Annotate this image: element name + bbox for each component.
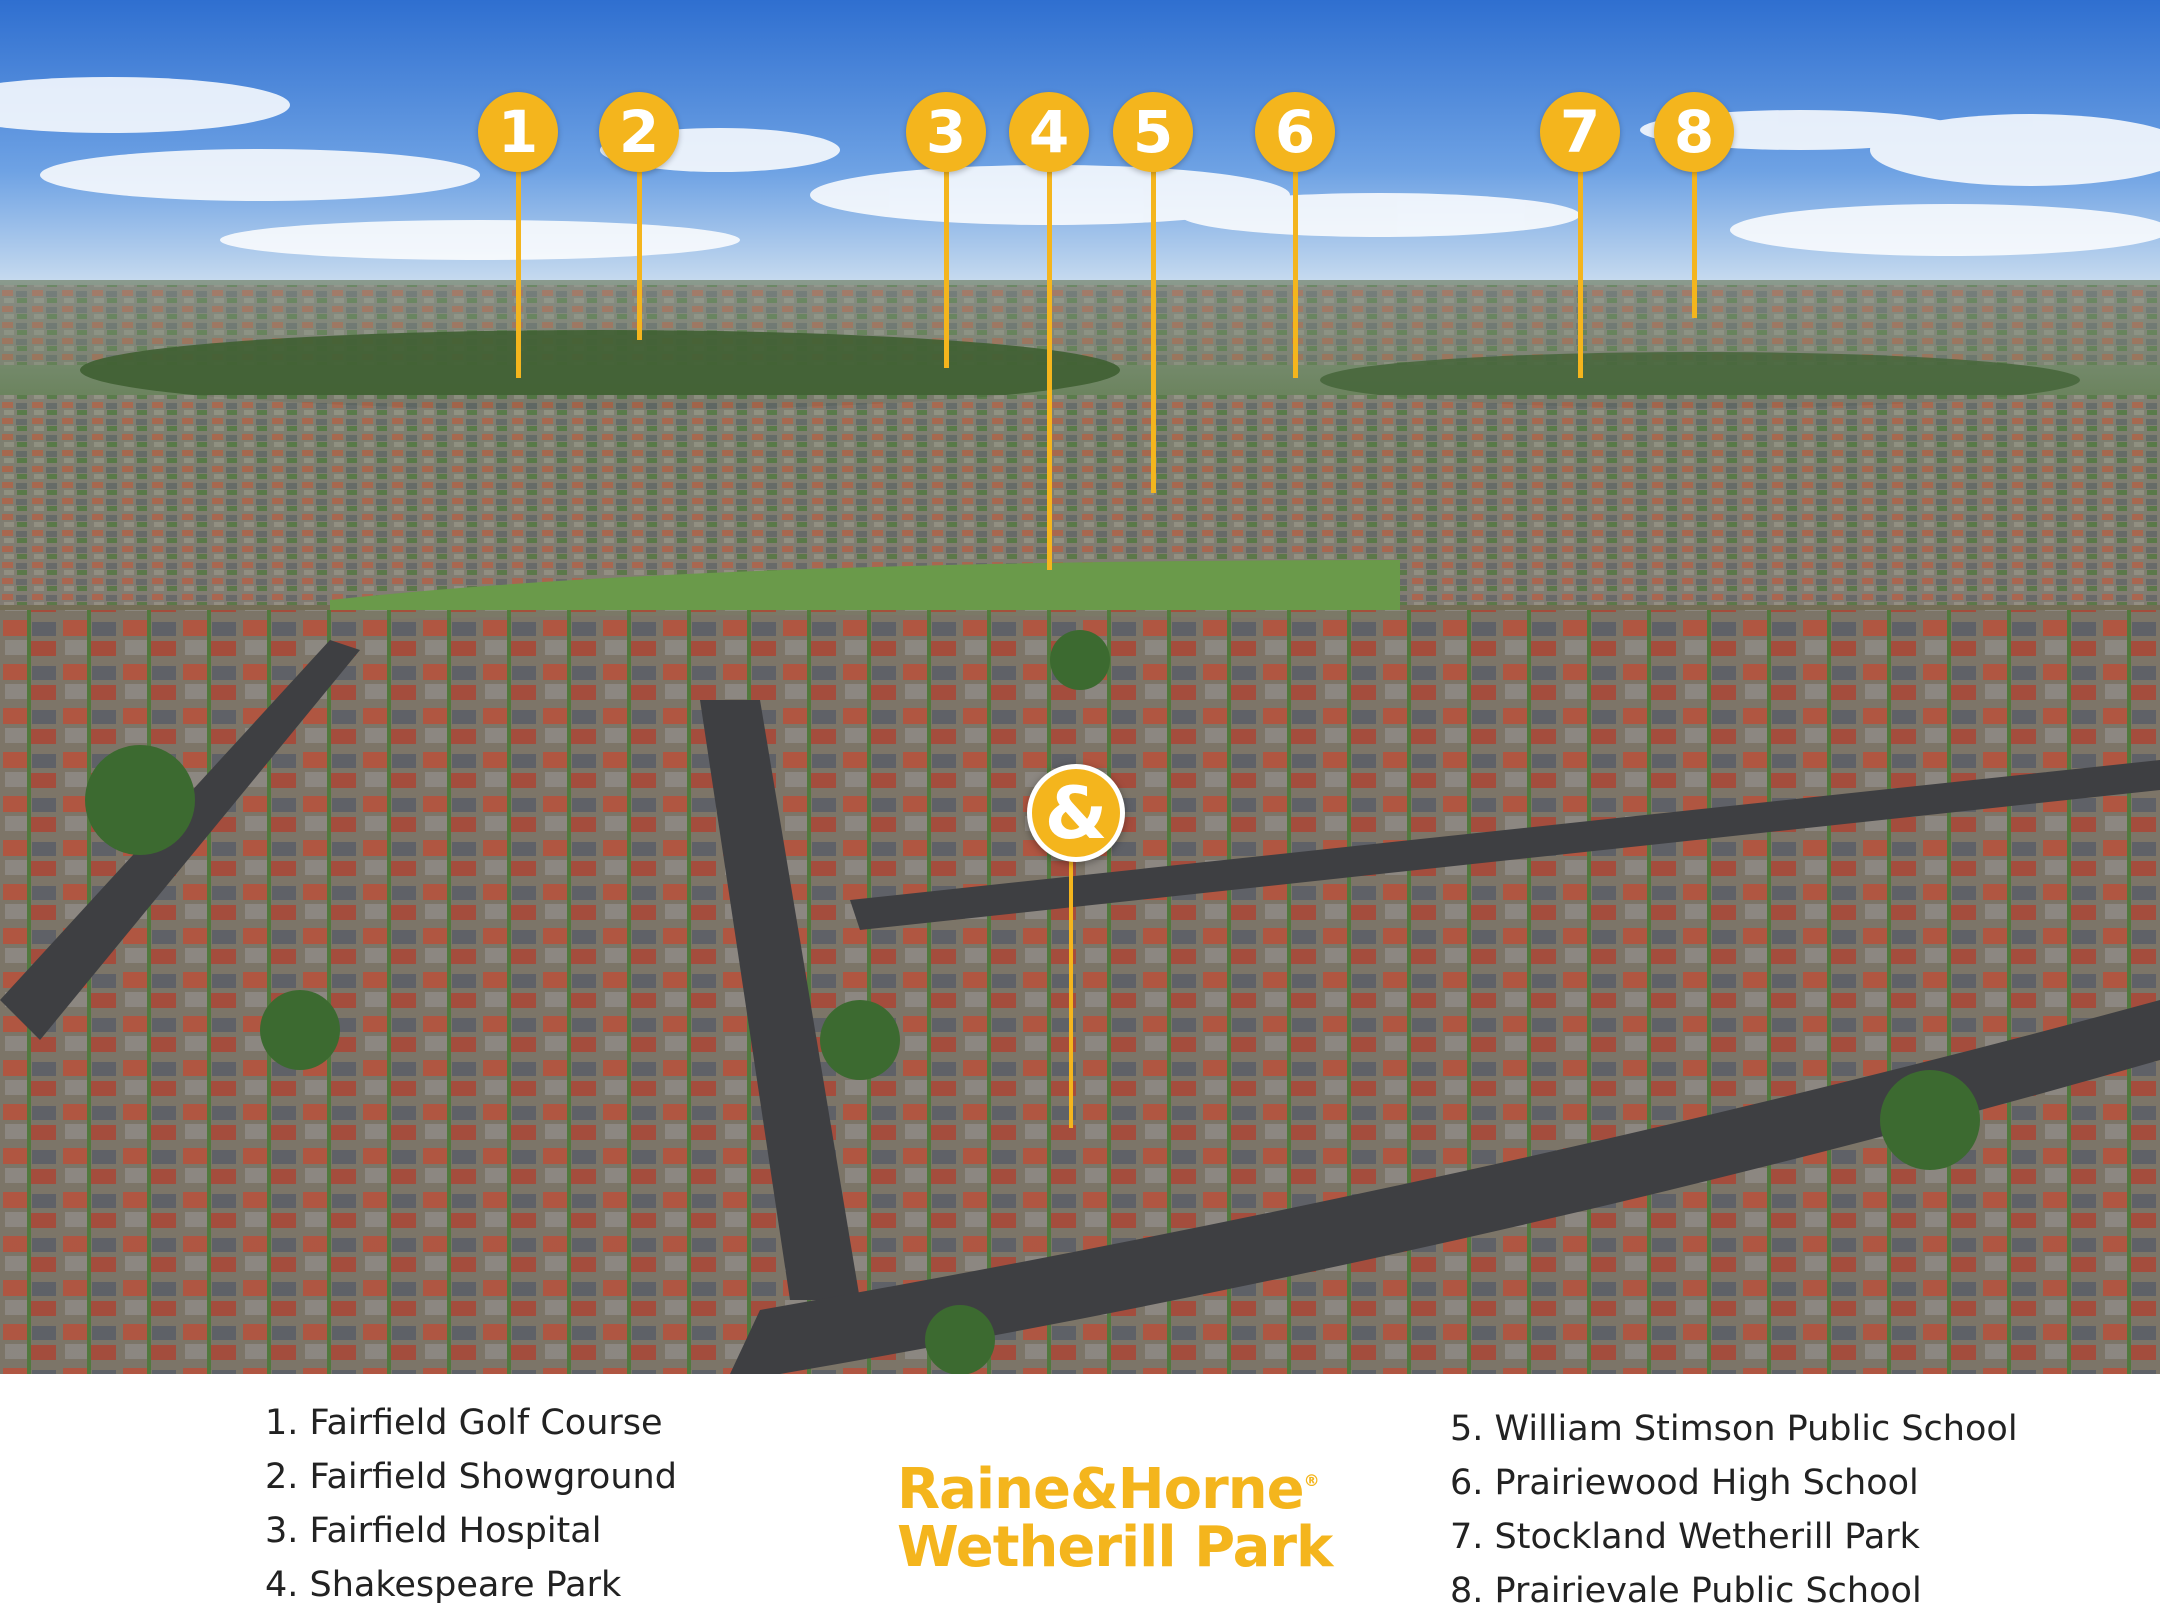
aerial-photo — [0, 0, 2160, 1374]
legend-item: 5. William Stimson Public School — [1450, 1409, 2018, 1449]
marker-stem-1 — [516, 168, 521, 378]
marker-1: 1 — [478, 92, 558, 172]
marker-3: 3 — [906, 92, 986, 172]
brand-line-1: Raine&Horne — [897, 1457, 1305, 1522]
marker-7: 7 — [1540, 92, 1620, 172]
ampersand-pin-icon: & — [1044, 771, 1108, 855]
marker-stem-7 — [1578, 168, 1583, 378]
brand-line-2: Wetherill Park — [897, 1515, 1333, 1580]
legend-right-list: 5. William Stimson Public School 6. Prai… — [1450, 1402, 2018, 1618]
marker-stem-3 — [944, 168, 949, 368]
marker-stem-2 — [637, 168, 642, 340]
legend-panel: 1. Fairfield Golf Course 2. Fairfield Sh… — [0, 1374, 2160, 1618]
legend-item: 1. Fairfield Golf Course — [265, 1403, 663, 1443]
marker-stem-5 — [1151, 168, 1156, 493]
marker-8: 8 — [1654, 92, 1734, 172]
brand-logo: Raine&Horne® Wetherill Park — [897, 1452, 1333, 1580]
legend-item: 6. Prairiewood High School — [1450, 1463, 1919, 1503]
legend-left-list: 1. Fairfield Golf Course 2. Fairfield Sh… — [265, 1396, 677, 1612]
registered-mark: ® — [1303, 1471, 1320, 1490]
marker-6: 6 — [1255, 92, 1335, 172]
legend-item: 7. Stockland Wetherill Park — [1450, 1517, 1920, 1557]
marker-stem-6 — [1293, 168, 1298, 378]
property-pin-stem — [1069, 850, 1073, 1128]
legend-item: 8. Prairievale Public School — [1450, 1571, 1922, 1611]
marker-4: 4 — [1009, 92, 1089, 172]
legend-item: 3. Fairfield Hospital — [265, 1511, 602, 1551]
property-pin: & — [1027, 764, 1125, 862]
marker-5: 5 — [1113, 92, 1193, 172]
marker-stem-8 — [1692, 168, 1697, 318]
legend-item: 2. Fairfield Showground — [265, 1457, 677, 1497]
marker-2: 2 — [599, 92, 679, 172]
marker-stem-4 — [1047, 168, 1052, 570]
legend-item: 4. Shakespeare Park — [265, 1565, 622, 1605]
aerial-scene — [0, 0, 2160, 1374]
